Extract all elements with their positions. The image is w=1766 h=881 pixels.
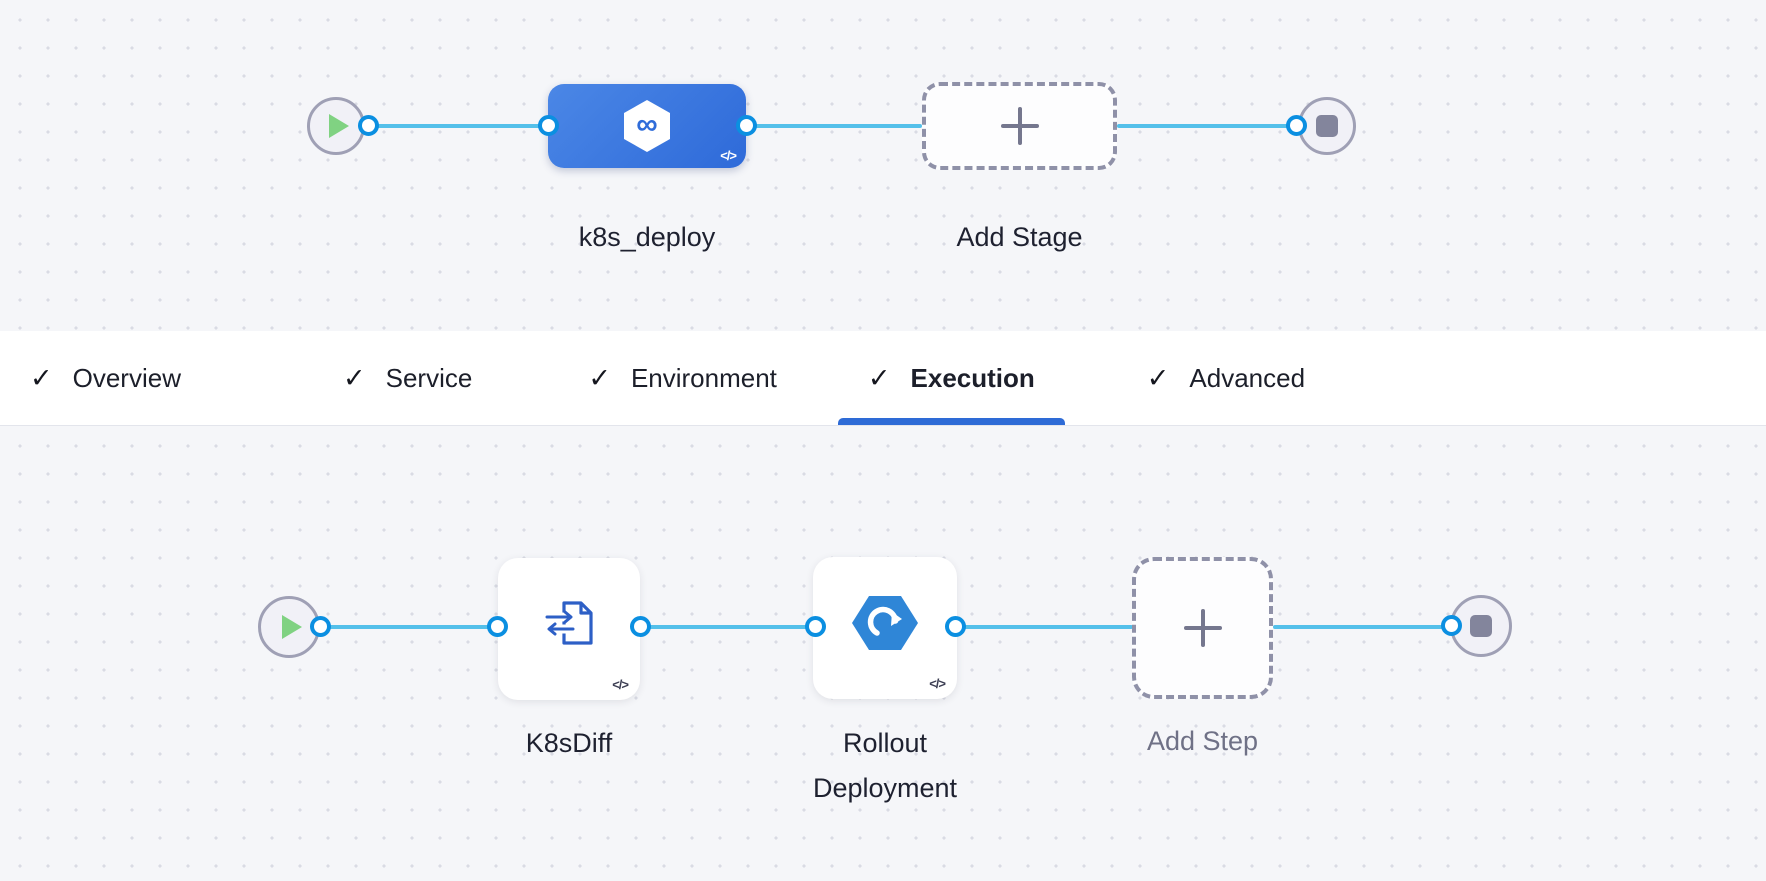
k8s-diff-icon bbox=[545, 601, 593, 645]
stage-end-node[interactable] bbox=[1298, 97, 1356, 155]
step-node-rollout-deployment[interactable]: </> bbox=[813, 557, 957, 699]
edge-addstage-to-end bbox=[1117, 124, 1297, 128]
port-rollout-out[interactable] bbox=[945, 616, 966, 637]
edge-addstep-to-end bbox=[1273, 625, 1452, 629]
code-view-badge: </> bbox=[720, 148, 737, 163]
port-start-out[interactable] bbox=[358, 115, 379, 136]
edge-start-to-stage bbox=[368, 124, 550, 128]
tab-advanced[interactable]: ✓ Advanced bbox=[1146, 362, 1306, 393]
check-icon: ✓ bbox=[342, 362, 366, 393]
edge-start-to-k8sdiff bbox=[320, 625, 500, 629]
add-stage-button[interactable] bbox=[922, 82, 1117, 170]
rollout-deployment-icon bbox=[852, 596, 918, 650]
stage-name-label: k8s_deploy bbox=[578, 222, 716, 252]
tab-service[interactable]: ✓ Service bbox=[342, 362, 473, 393]
play-icon bbox=[281, 615, 302, 639]
port-stage-out[interactable] bbox=[736, 115, 757, 136]
execution-graph-canvas: </> </> K8sDiff Rollout Deployment Add S… bbox=[0, 425, 1766, 881]
stage-node-k8s-deploy[interactable]: ∞ </> bbox=[548, 84, 746, 168]
edge-rollout-to-addstep bbox=[955, 625, 1133, 629]
tab-environment[interactable]: ✓ Environment bbox=[588, 362, 777, 393]
check-icon: ✓ bbox=[1146, 362, 1170, 393]
stop-icon bbox=[1470, 615, 1492, 637]
tab-overview[interactable]: ✓ Overview bbox=[30, 362, 181, 393]
stage-start-node[interactable] bbox=[307, 97, 365, 155]
edge-k8sdiff-to-rollout bbox=[640, 625, 816, 629]
tab-execution[interactable]: ✓ Execution bbox=[837, 331, 1065, 425]
plus-icon bbox=[1000, 107, 1039, 145]
pipeline-infinity-icon: ∞ bbox=[624, 100, 670, 152]
check-icon: ✓ bbox=[867, 362, 891, 393]
plus-icon bbox=[1183, 609, 1222, 647]
port-k8sdiff-out[interactable] bbox=[630, 616, 651, 637]
check-icon: ✓ bbox=[588, 362, 611, 393]
port-end-in[interactable] bbox=[1441, 615, 1462, 636]
port-k8sdiff-in[interactable] bbox=[487, 616, 508, 637]
step-name-label: K8sDiff bbox=[525, 728, 613, 758]
play-icon bbox=[328, 114, 349, 138]
port-stage-in[interactable] bbox=[538, 115, 559, 136]
add-step-label: Add Step bbox=[1146, 726, 1259, 756]
stage-graph-canvas: ∞ </> k8s_deploy Add Stage bbox=[0, 0, 1766, 332]
edge-stage-to-addstage bbox=[746, 124, 922, 128]
port-end-in[interactable] bbox=[1286, 115, 1307, 136]
port-start-out[interactable] bbox=[310, 616, 331, 637]
add-step-button[interactable] bbox=[1132, 557, 1273, 699]
code-view-badge: </> bbox=[929, 676, 946, 691]
add-stage-label: Add Stage bbox=[956, 222, 1083, 252]
stop-icon bbox=[1316, 115, 1338, 137]
step-name-label: Rollout Deployment bbox=[812, 728, 958, 803]
execution-start-node[interactable] bbox=[258, 596, 320, 658]
check-icon: ✓ bbox=[30, 362, 53, 393]
code-view-badge: </> bbox=[612, 677, 629, 692]
step-node-k8sdiff[interactable]: </> bbox=[498, 558, 640, 700]
stage-config-tabbar: ✓ Overview ✓ Service ✓ Environment ✓ Exe… bbox=[0, 331, 1766, 425]
port-rollout-in[interactable] bbox=[805, 616, 826, 637]
